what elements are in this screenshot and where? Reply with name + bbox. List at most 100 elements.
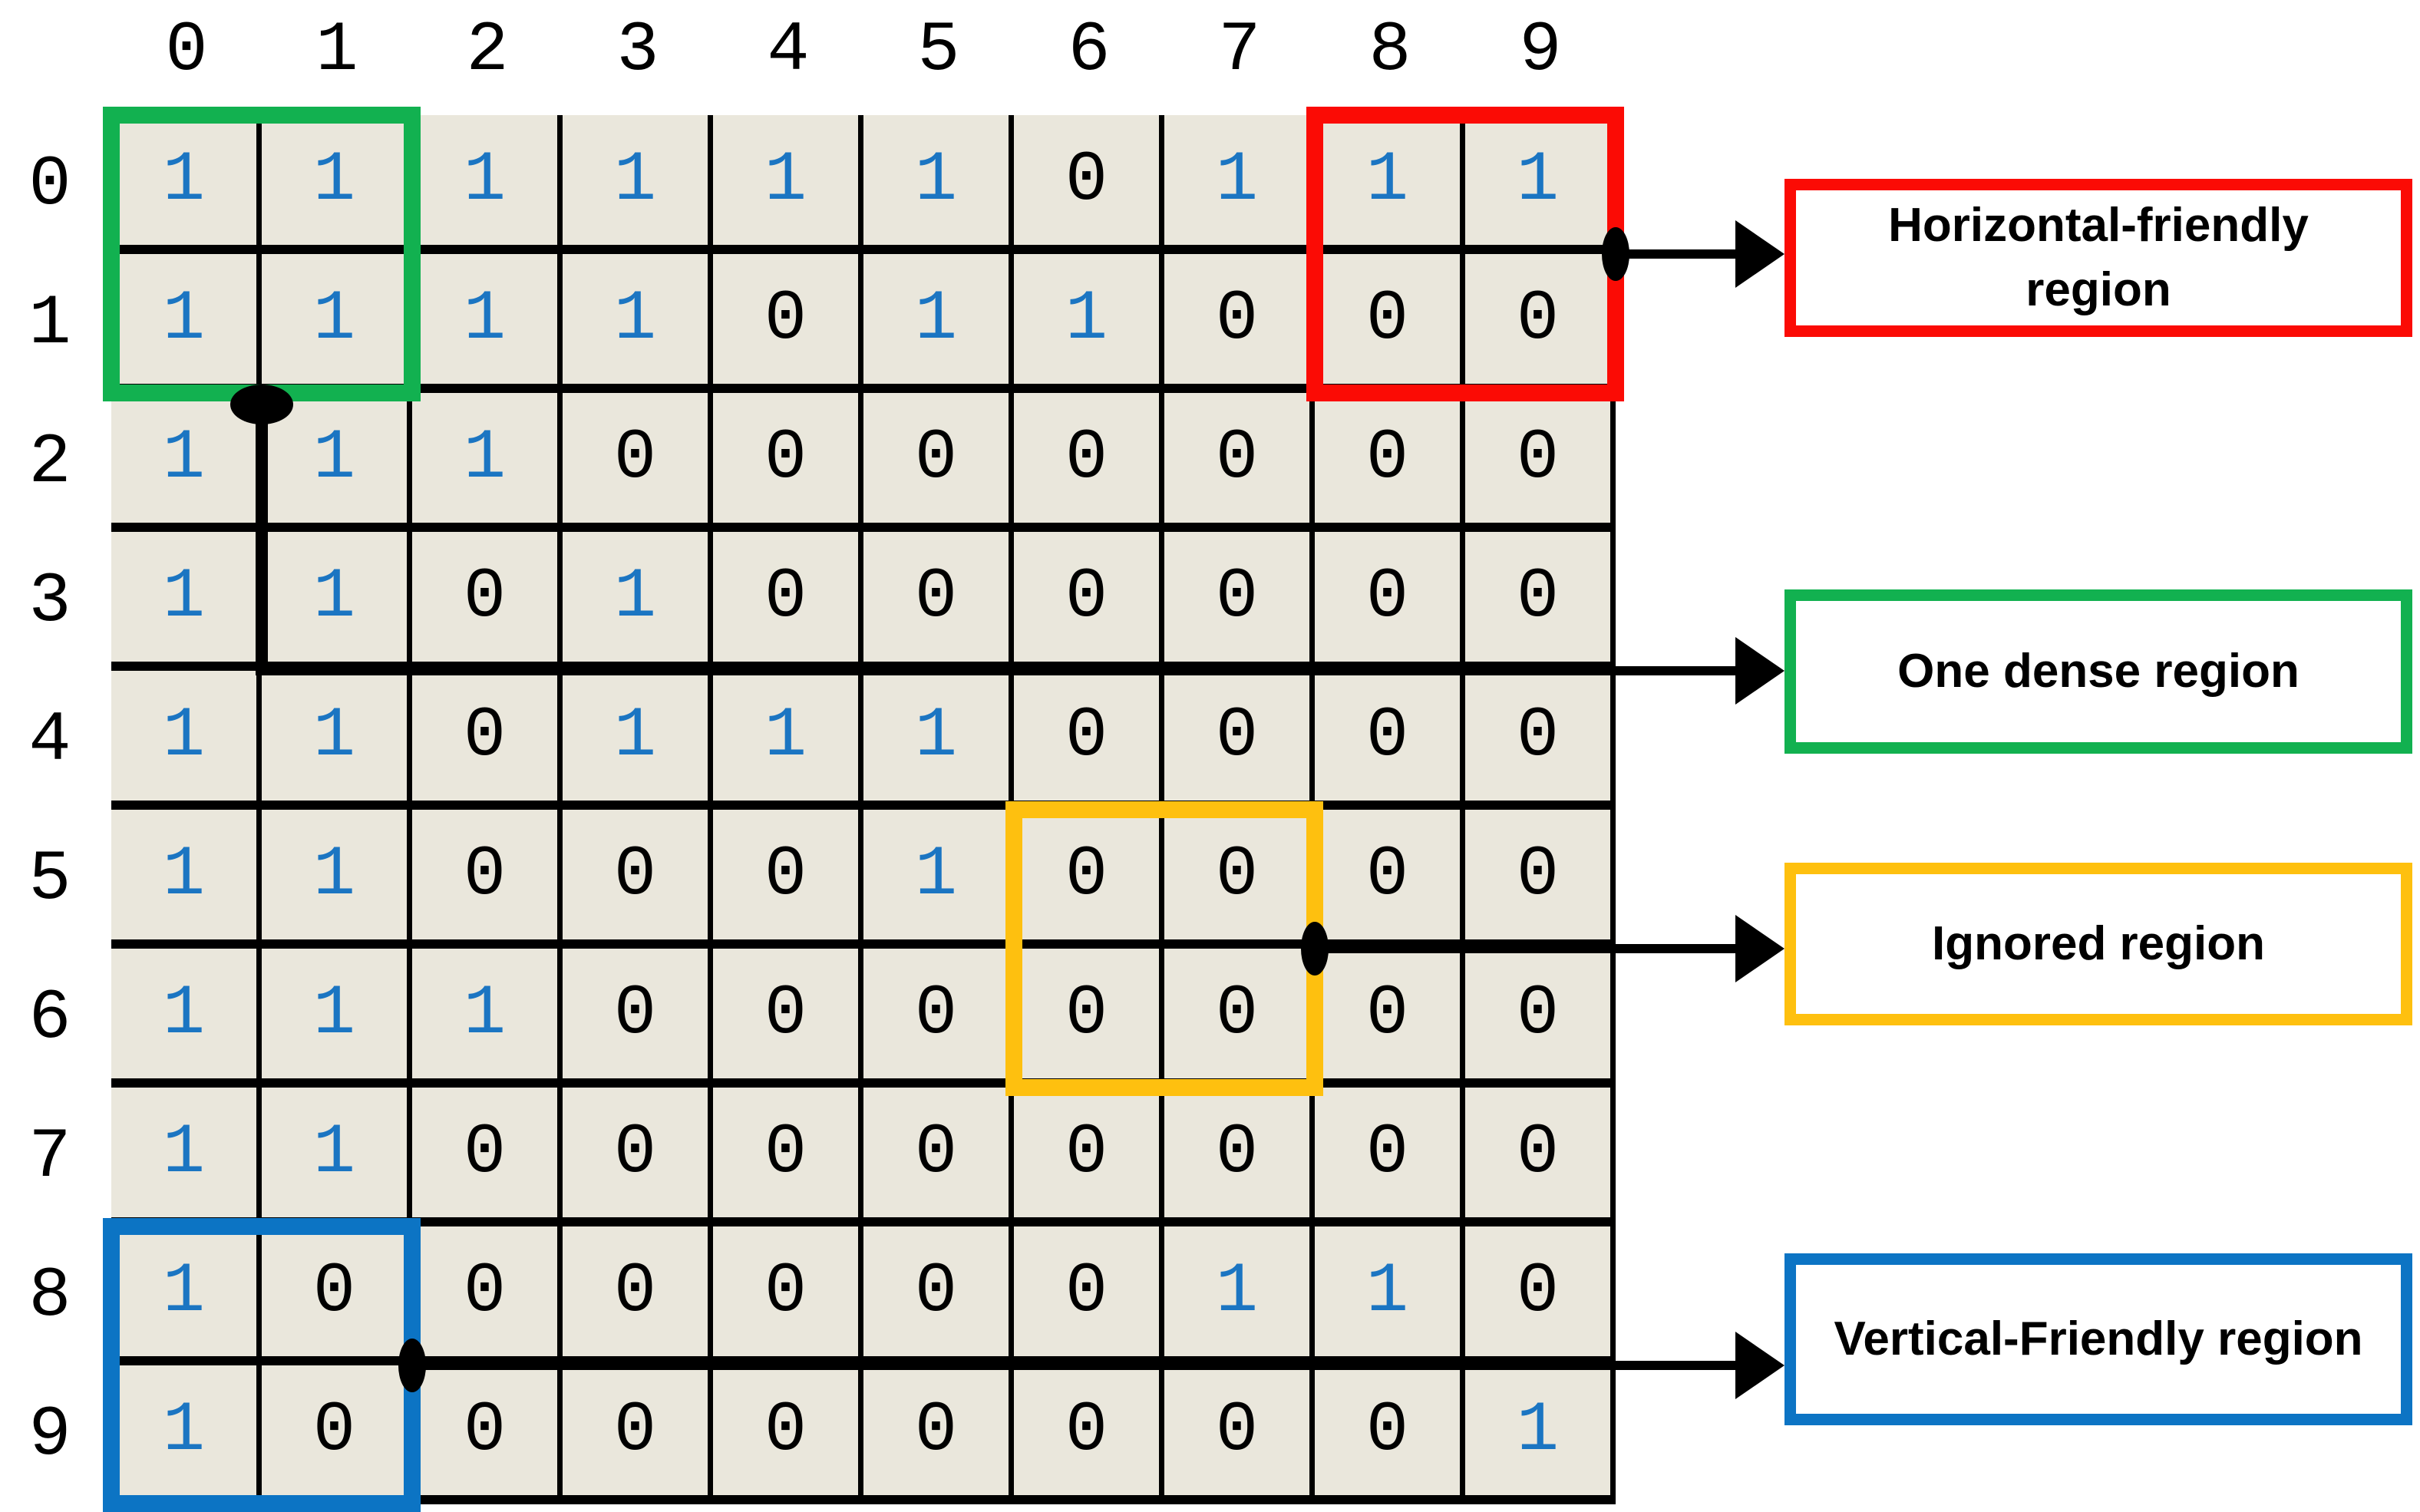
matrix-cell-r4-c3: 1	[563, 671, 713, 810]
row-header: 8	[28, 1256, 71, 1336]
matrix-cell-r3-c2: 0	[412, 532, 563, 671]
matrix-cell-r1-c2: 1	[412, 254, 563, 393]
matrix-cell-r4-c5: 1	[863, 671, 1014, 810]
column-header: 3	[616, 9, 659, 91]
matrix-cell-r0-c9: 1	[1465, 115, 1616, 254]
matrix-cell-r8-c1: 0	[262, 1226, 412, 1365]
matrix-cell-r3-c8: 0	[1315, 532, 1465, 671]
matrix-cell-r1-c7: 0	[1164, 254, 1315, 393]
row-header: 2	[28, 422, 71, 503]
matrix-cell-r4-c4: 1	[713, 671, 863, 810]
matrix-cell-r7-c7: 0	[1164, 1088, 1315, 1226]
region-box-horizontal-friendly	[1306, 107, 1624, 401]
column-header: 2	[466, 9, 509, 91]
matrix-cell-r7-c4: 0	[713, 1088, 863, 1226]
row-header: 1	[28, 283, 71, 364]
legend-label: Horizontal-friendly region	[1888, 199, 2309, 316]
region-box-one-dense	[103, 107, 421, 401]
arrow-line-horizontal-friendly	[1616, 249, 1738, 259]
column-header: 9	[1519, 9, 1562, 91]
matrix-cell-r0-c4: 1	[713, 115, 863, 254]
matrix-cell-r6-c2: 1	[412, 949, 563, 1088]
matrix-cell-r7-c3: 0	[563, 1088, 713, 1226]
matrix-cell-r4-c7: 0	[1164, 671, 1315, 810]
matrix-cell-r5-c5: 1	[863, 810, 1014, 949]
matrix-cell-r1-c9: 0	[1465, 254, 1616, 393]
matrix-cell-r9-c5: 0	[863, 1365, 1014, 1504]
matrix-cell-r5-c9: 0	[1465, 810, 1616, 949]
matrix-cell-r3-c5: 0	[863, 532, 1014, 671]
matrix-cell-r5-c2: 0	[412, 810, 563, 949]
matrix-cell-r4-c8: 0	[1315, 671, 1465, 810]
matrix-cell-r3-c3: 1	[563, 532, 713, 671]
matrix-cell-r3-c9: 0	[1465, 532, 1616, 671]
matrix-cell-r6-c7: 0	[1164, 949, 1315, 1088]
matrix-cell-r2-c8: 0	[1315, 393, 1465, 532]
matrix-cell-r6-c0: 1	[111, 949, 262, 1088]
matrix-cell-r5-c1: 1	[262, 810, 412, 949]
matrix-cell-r4-c0: 1	[111, 671, 262, 810]
matrix-cell-r7-c9: 0	[1465, 1088, 1616, 1226]
matrix-cell-r3-c0: 1	[111, 532, 262, 671]
matrix-cell-r4-c2: 0	[412, 671, 563, 810]
legend-label: Vertical-Friendly region	[1834, 1312, 2363, 1366]
matrix-cell-r6-c1: 1	[262, 949, 412, 1088]
matrix-cell-r8-c0: 1	[111, 1226, 262, 1365]
matrix-cell-r4-c6: 0	[1014, 671, 1164, 810]
matrix-cell-r3-c7: 0	[1164, 532, 1315, 671]
matrix-cell-r6-c5: 0	[863, 949, 1014, 1088]
matrix-cell-r9-c9: 1	[1465, 1365, 1616, 1504]
row-header: 9	[28, 1395, 71, 1475]
legend-label: One dense region	[1897, 645, 2299, 698]
matrix-cell-r2-c9: 0	[1465, 393, 1616, 532]
arrow-line-one-dense-vertical	[256, 399, 268, 675]
matrix-cell-r7-c0: 1	[111, 1088, 262, 1226]
matrix-cell-r8-c7: 1	[1164, 1226, 1315, 1365]
matrix-cell-r2-c3: 0	[563, 393, 713, 532]
legend-label: Ignored region	[1932, 917, 2265, 971]
matrix-cell-r9-c4: 0	[713, 1365, 863, 1504]
matrix-cell-r1-c6: 1	[1014, 254, 1164, 393]
column-header: 7	[1218, 9, 1261, 91]
matrix-cell-r7-c8: 0	[1315, 1088, 1465, 1226]
row-header: 7	[28, 1117, 71, 1197]
matrix-cell-r7-c2: 0	[412, 1088, 563, 1226]
matrix-cell-r8-c4: 0	[713, 1226, 863, 1365]
arrow-line-ignored	[1315, 944, 1737, 953]
row-header: 4	[28, 700, 71, 781]
region-box-vertical-friendly	[103, 1218, 421, 1512]
matrix-cell-r2-c4: 0	[713, 393, 863, 532]
matrix-cell-r8-c2: 0	[412, 1226, 563, 1365]
column-header: 1	[315, 9, 358, 91]
matrix-cell-r8-c9: 0	[1465, 1226, 1616, 1365]
matrix-cell-r2-c6: 0	[1014, 393, 1164, 532]
connector-dot	[1602, 227, 1629, 281]
matrix-cell-r9-c7: 0	[1164, 1365, 1315, 1504]
matrix-cell-r5-c7: 0	[1164, 810, 1315, 949]
matrix-cell-r3-c6: 0	[1014, 532, 1164, 671]
matrix-cell-r7-c6: 0	[1014, 1088, 1164, 1226]
matrix-cell-r3-c4: 0	[713, 532, 863, 671]
matrix-cell-r8-c5: 0	[863, 1226, 1014, 1365]
arrowhead-icon	[1735, 220, 1784, 288]
matrix-cell-r6-c3: 0	[563, 949, 713, 1088]
matrix-cell-r3-c1: 1	[262, 532, 412, 671]
matrix-cell-r1-c4: 0	[713, 254, 863, 393]
connector-dot	[398, 1339, 426, 1392]
matrix-cell-r5-c0: 1	[111, 810, 262, 949]
matrix-cell-r1-c3: 1	[563, 254, 713, 393]
matrix-cell-r5-c4: 0	[713, 810, 863, 949]
matrix-cell-r9-c3: 0	[563, 1365, 713, 1504]
matrix-cell-r6-c9: 0	[1465, 949, 1616, 1088]
matrix-cell-r5-c8: 0	[1315, 810, 1465, 949]
column-header: 6	[1068, 9, 1111, 91]
column-header: 4	[767, 9, 810, 91]
legend-horizontal-friendly-region: Horizontal-friendly region	[1784, 179, 2412, 337]
arrowhead-icon	[1735, 915, 1784, 982]
region-box-ignored	[1005, 801, 1323, 1096]
arrow-line-vertical-friendly	[412, 1361, 1737, 1370]
matrix-cell-r8-c3: 0	[563, 1226, 713, 1365]
